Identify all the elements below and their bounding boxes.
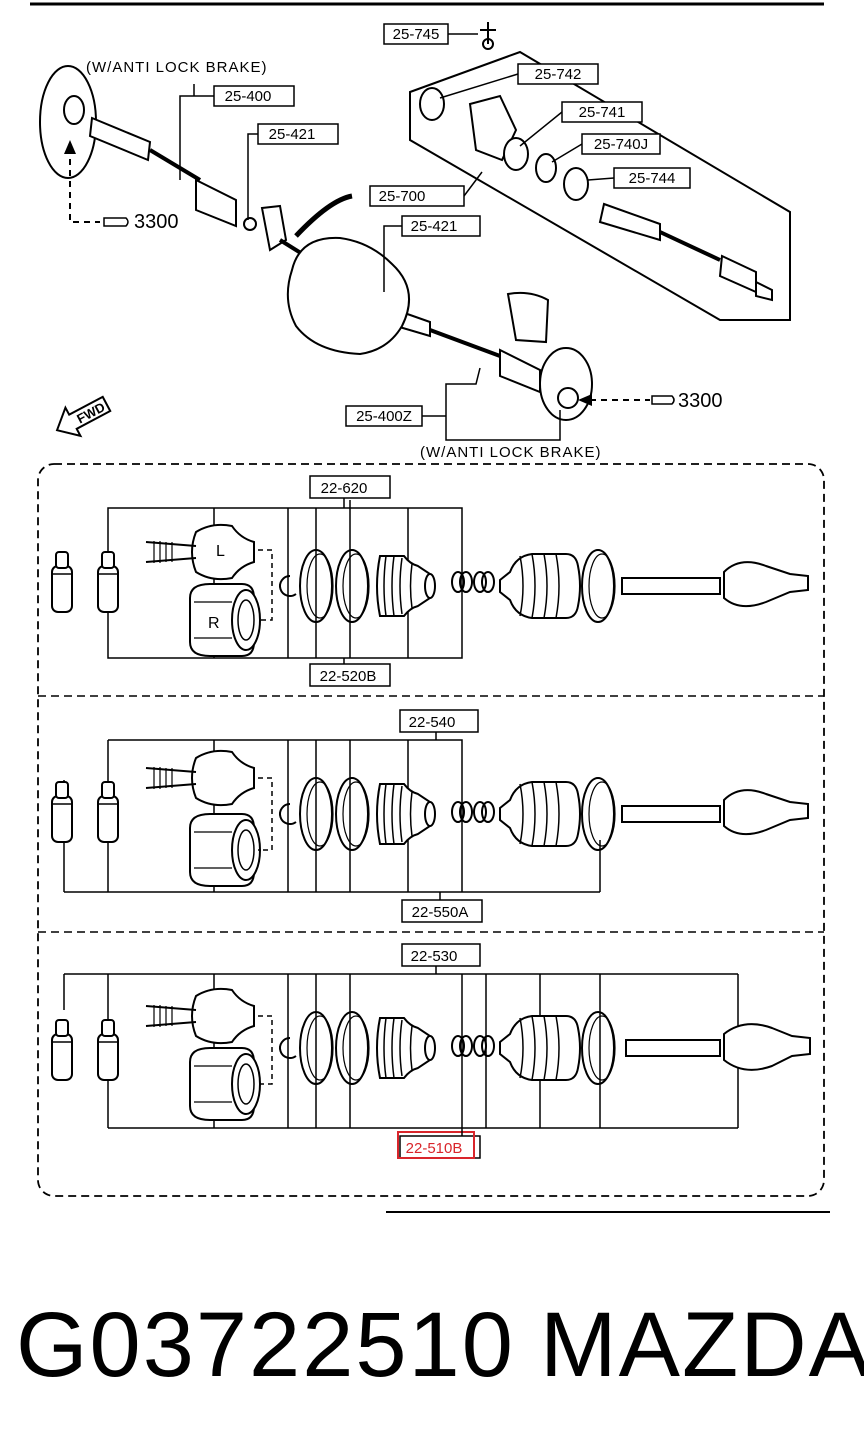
kit-3-top-label: 22-530 (411, 948, 458, 965)
callout-25-745: 25-745 (383, 23, 478, 45)
kit-2: 22-540 22-550A (51, 709, 809, 923)
kit-1-top-label: 22-620 (321, 480, 368, 497)
driveshaft-parts-diagram: 25-745 25-742 25-741 25-740J 25-744 25-7… (30, 2, 830, 1213)
callout-25-744: 25-744 (587, 167, 691, 189)
callout-25-421-lower-text: 25-421 (411, 218, 458, 235)
anti-lock-note-left: (W/ANTI LOCK BRAKE) (86, 59, 268, 76)
callout-25-745-text: 25-745 (393, 26, 440, 43)
pointing-hand-icon-right (651, 395, 675, 405)
pointing-hand-icon-left (103, 217, 129, 227)
callout-25-421-upper: 25-421 (247, 123, 339, 220)
right-driveshaft-exploded (419, 22, 773, 302)
callout-25-421-lower: 25-421 (383, 215, 481, 292)
left-driveshaft (39, 65, 650, 421)
top-assembly: 25-745 25-742 25-741 25-740J 25-744 25-7… (30, 2, 824, 461)
right-shaft-detail-box (409, 50, 791, 321)
kit-1-joint-left-label: L (216, 543, 225, 560)
ref-right-text: 3300 (678, 390, 723, 412)
brand-name: MAZDA (540, 1294, 864, 1396)
callout-25-742-text: 25-742 (535, 66, 582, 83)
kit-1: L R 22-620 22-520B (51, 475, 809, 687)
callout-25-400Z-text: 25-400Z (356, 408, 412, 425)
callout-25-740J-text: 25-740J (594, 136, 648, 153)
callout-25-700: 25-700 (369, 171, 483, 207)
part-number: G03722510 (16, 1294, 515, 1396)
kit-1-bottom-label: 22-520B (320, 668, 377, 685)
callout-25-700-text: 25-700 (379, 188, 426, 205)
callout-25-400-text: 25-400 (225, 88, 272, 105)
callout-25-400: 25-400 (179, 84, 295, 180)
fwd-arrow-icon (55, 395, 112, 438)
callout-25-741-text: 25-741 (579, 104, 626, 121)
kit-2-bottom-label: 22-550A (412, 904, 469, 921)
callout-25-740J: 25-740J (551, 133, 661, 163)
highlight-box (397, 1131, 475, 1159)
ref-left: 3300 (103, 211, 179, 233)
caption: G03722510 MAZDA (0, 1290, 864, 1400)
kits-dashed-frame (37, 463, 825, 1197)
callout-25-744-text: 25-744 (629, 170, 676, 187)
kit-3-bottom-label: 22-510B (406, 1140, 463, 1157)
callout-25-421-upper-text: 25-421 (269, 126, 316, 143)
kit-1-joint-right-label: R (208, 615, 220, 632)
ref-right: 3300 (651, 390, 723, 412)
anti-lock-note-bottom: (W/ANTI LOCK BRAKE) (420, 444, 602, 461)
fwd-arrow: FWD (55, 395, 112, 438)
callout-25-400Z: 25-400Z (345, 367, 561, 441)
callout-25-742: 25-742 (439, 63, 599, 99)
callout-25-741: 25-741 (519, 101, 643, 147)
kit-3: 22-530 22-510B (51, 943, 811, 1159)
kit-2-top-label: 22-540 (409, 714, 456, 731)
ref-left-text: 3300 (134, 211, 179, 233)
